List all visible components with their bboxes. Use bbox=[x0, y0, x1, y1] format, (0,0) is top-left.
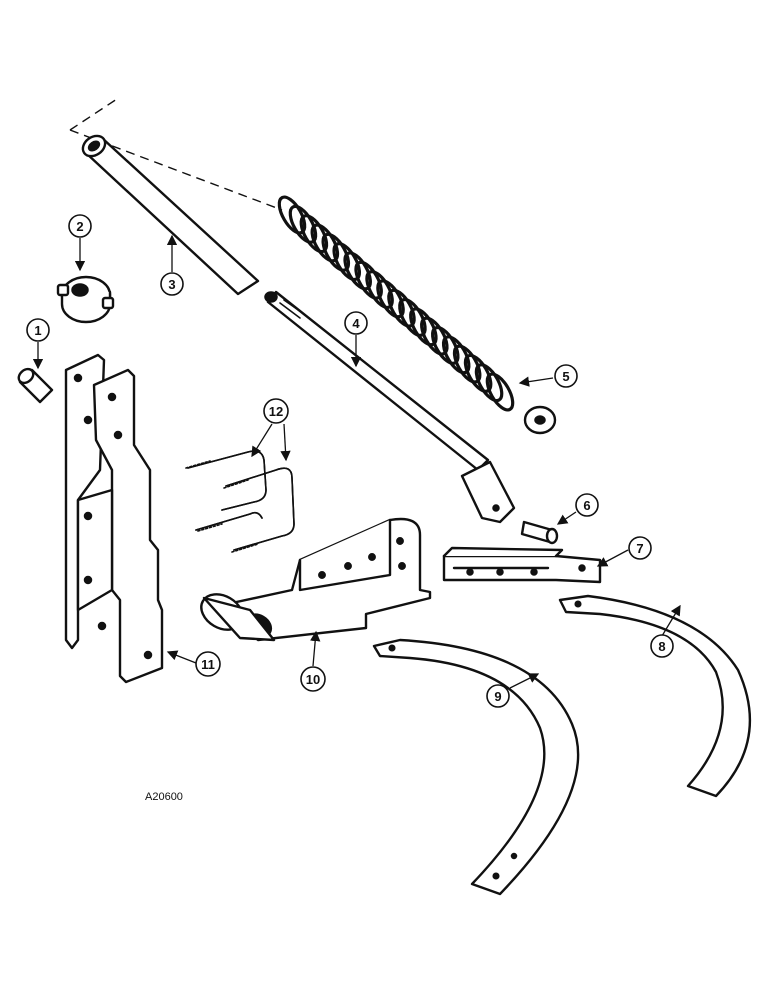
part-7-clamp-bar bbox=[442, 546, 602, 584]
callout-3: 3 bbox=[160, 272, 184, 296]
svg-text:4: 4 bbox=[352, 316, 360, 331]
svg-text:8: 8 bbox=[658, 639, 665, 654]
svg-text:3: 3 bbox=[168, 277, 175, 292]
callout-6: 6 bbox=[575, 493, 599, 517]
svg-text:5: 5 bbox=[562, 369, 569, 384]
spring-coil bbox=[474, 363, 504, 403]
svg-text:10: 10 bbox=[306, 672, 320, 687]
svg-text:9: 9 bbox=[494, 689, 501, 704]
svg-text:12: 12 bbox=[269, 404, 283, 419]
part-12-u-bolts bbox=[185, 450, 295, 553]
part-10-mount bbox=[200, 517, 432, 642]
svg-text:2: 2 bbox=[76, 219, 83, 234]
callout-2: 2 bbox=[68, 214, 92, 238]
part-5-washer bbox=[523, 405, 557, 435]
part-3-tube bbox=[81, 134, 260, 296]
spring-coil bbox=[485, 372, 515, 412]
callout-12: 12 bbox=[263, 398, 289, 424]
callout-5: 5 bbox=[554, 364, 578, 388]
part-8-tine bbox=[558, 594, 752, 798]
part-2-collar bbox=[56, 275, 115, 324]
part-4-rod bbox=[264, 290, 516, 524]
leader-lines bbox=[32, 234, 681, 689]
svg-text:6: 6 bbox=[583, 498, 590, 513]
callout-9: 9 bbox=[486, 684, 510, 708]
part-5-spring bbox=[277, 195, 515, 412]
svg-text:1: 1 bbox=[34, 323, 41, 338]
callout-11: 11 bbox=[195, 651, 221, 677]
callout-10: 10 bbox=[300, 666, 326, 692]
callout-1: 1 bbox=[26, 318, 50, 342]
callout-8: 8 bbox=[650, 634, 674, 658]
svg-text:7: 7 bbox=[636, 541, 643, 556]
figure-id-label: A20600 bbox=[145, 791, 183, 803]
part-6-bolt bbox=[520, 520, 559, 545]
callout-7: 7 bbox=[628, 536, 652, 560]
part-1-pin bbox=[17, 367, 54, 404]
part-9-tine bbox=[372, 638, 580, 896]
svg-text:11: 11 bbox=[201, 657, 215, 672]
callout-4: 4 bbox=[344, 311, 368, 335]
part-11-bracket bbox=[64, 353, 164, 684]
